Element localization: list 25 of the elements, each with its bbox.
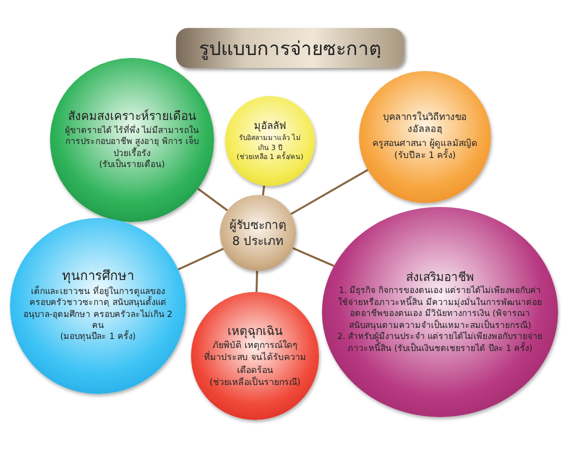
circle-heading: มุอัลลัฟ (254, 120, 286, 134)
circle-text: ครูสอนศาสนา ผู้ดูแลมัสญิด (372, 138, 478, 150)
connector-line (256, 270, 258, 292)
circle-heading: ทุนการศึกษา (62, 268, 134, 285)
circle-heading: บุคลากรในวิถีทางของอัลลอฮฺ (382, 112, 468, 138)
connector-line (262, 186, 266, 196)
circle-text: (ช่วยเหลือเป็นรายกรณี) (209, 376, 301, 389)
connector-line (290, 169, 368, 215)
title-banner: รูปแบบการจ่ายซะกาตฺ (176, 28, 404, 68)
circle-text: ภัยพิบัติ เหตุการณ์ใดๆ ที่มาประสบ จนได้รับความเดือดร้อน (204, 340, 306, 376)
circle-heading: ส่งเสริมอาชีพ (406, 269, 474, 285)
circle-text: (รับปีละ 1 ครั้ง) (394, 150, 456, 162)
circle-text: (มอบทุนปีละ 1 ครั้ง) (60, 332, 136, 344)
circle-text: 2. สำหรับผู้มีงานประจำ แต่รายได้ไม่เพียงพอกับรายจ่าย ภาวะหนี้สิน (รับเป็นเงินชดเชยรายได้ ปีละ 1 ครั้ง) (336, 332, 544, 355)
connector-line (178, 248, 224, 270)
circle-text: 1. มีธุรกิจ กิจการของตนเอง แต่รายได้ไม่เพียงพอกับค่าใช้จ่ายหรือภาวะหนี้สิน มีความมุ่งมั่นในการพัฒนาต่อยอดอาชีพของตนเอง มีวินัยทางการเงิน (พิจารณาสนับสนุนตามความจำเป็นเหมาะสมเป็นรายกรณี) (337, 286, 543, 331)
circle-text: เด็กและเยาวชน ที่อยู่ในการดูแลของครอบครัวชาวซะกาตฺ สนับสนุนตั้งแต่อนุบาล-อุดมศึกษา ครอบครัวละไม่เกิน 2 คน (22, 286, 174, 331)
center-circle (220, 195, 296, 271)
connector-line (292, 247, 334, 267)
circle-heading: เหตุฉุกเฉิน (228, 323, 282, 340)
circle-heading: ผู้รับซะกาตฺ 8 ประเภท (228, 216, 288, 250)
circle-text: (รับเป็นรายเดือน) (99, 160, 165, 172)
circle-text: ผู้ขาดรายได้ ไร้ที่พึ่ง ไม่มีสามารถในการประกอบอาชีพ สูงอายุ พิการ เจ็บป่วยเรื้อรัง (64, 126, 200, 159)
circle-heading: สังคมสงเคราะห์รายเดือน (68, 108, 196, 124)
connector-line (197, 188, 228, 212)
